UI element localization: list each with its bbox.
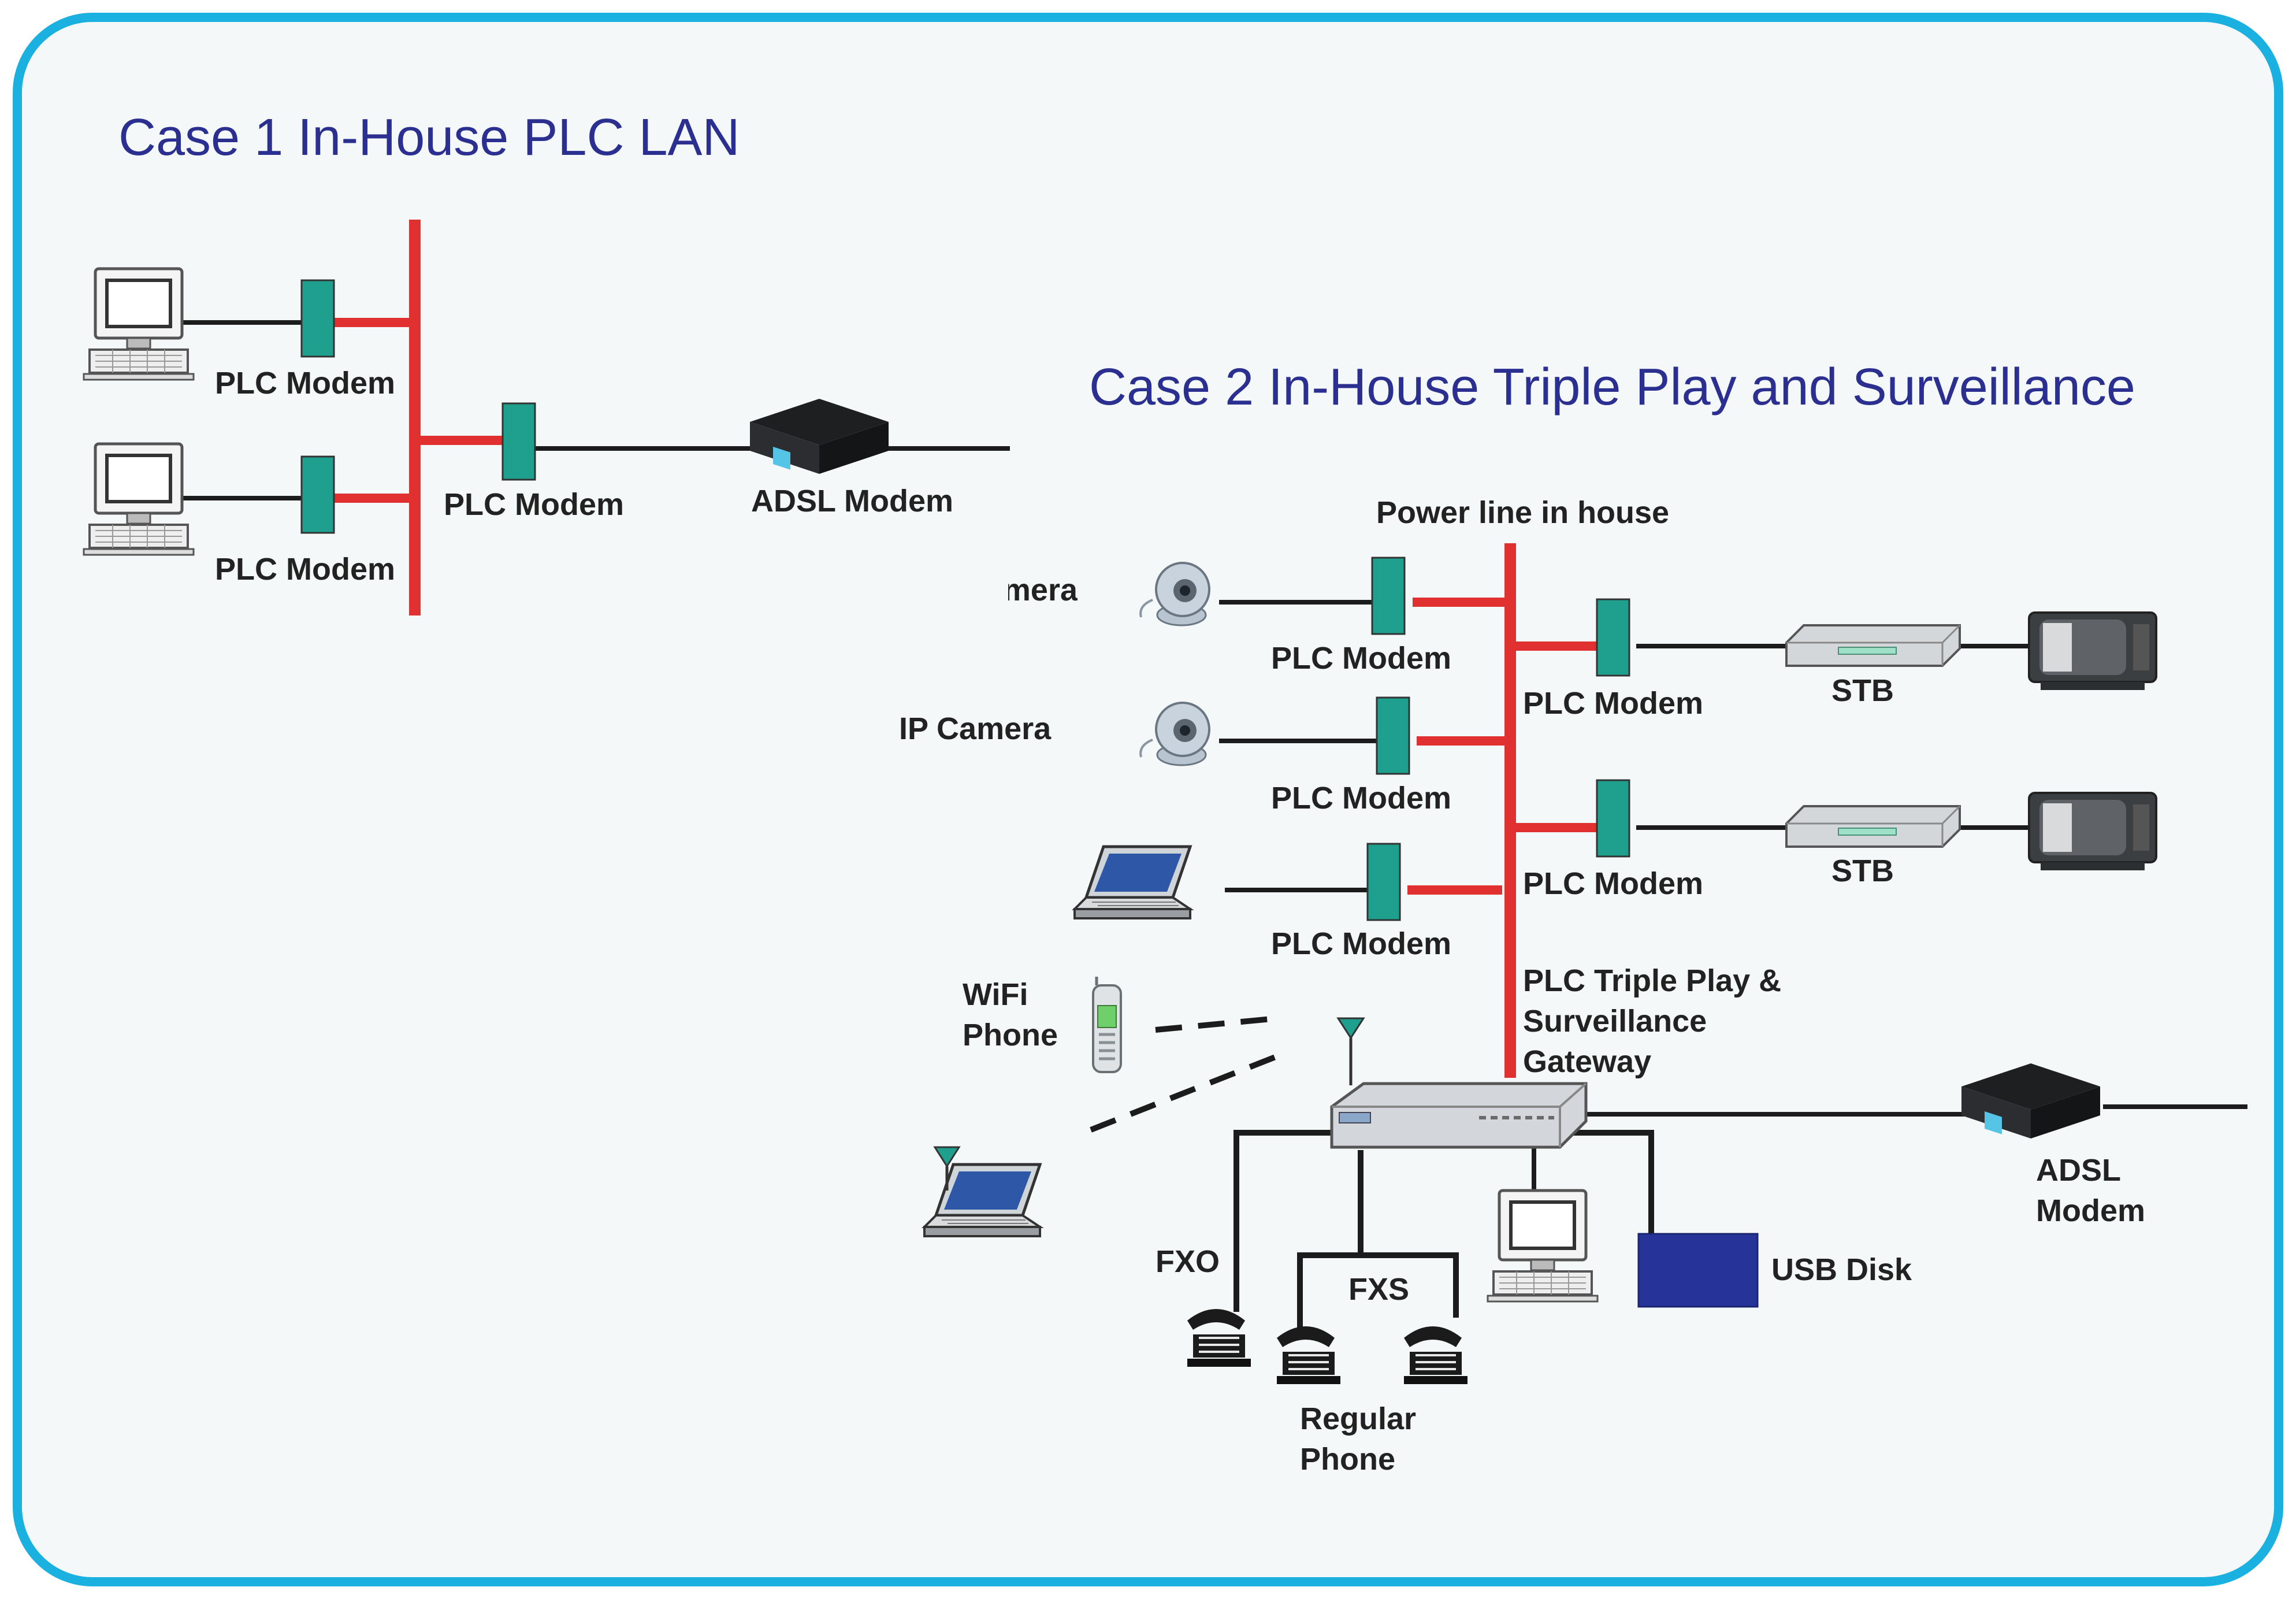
tv-icon	[2028, 792, 2157, 872]
plc-modem-label: PLC Modem	[215, 366, 396, 400]
plc-modem-label: PLC Modem	[1523, 866, 1704, 901]
plc-modem-block	[1376, 696, 1410, 775]
antenna-icon	[1336, 1017, 1365, 1085]
plc-modem-block	[1366, 843, 1401, 921]
desktop-pc-icon	[84, 269, 194, 380]
usb-disk-label: USB Disk	[1771, 1252, 1912, 1287]
plc-modem-label: PLC Modem	[215, 552, 396, 587]
plc-modem-label: PLC Modem	[1271, 781, 1452, 815]
desktop-pc-icon	[84, 444, 194, 555]
plc-modem-label: PLC Modem	[444, 487, 625, 522]
case1-title: Case 1 In-House PLC LAN	[118, 109, 740, 166]
plc-modem-label: PLC Modem	[1271, 926, 1452, 961]
plc-modem-block	[1371, 557, 1406, 635]
case2-title: Case 2 In-House Triple Play and Surveill…	[1089, 358, 2135, 416]
tv-icon	[2028, 611, 2157, 691]
ip-camera-label: IP Camera	[899, 711, 1052, 746]
case1-network	[84, 220, 1010, 615]
stb-label: STB	[1831, 854, 1894, 888]
gateway-icon	[1330, 1082, 1588, 1149]
plc-modem-block	[1596, 779, 1630, 858]
outer-frame	[13, 13, 2283, 1586]
plc-modem-block	[501, 402, 536, 481]
adsl-modem-label: ADSL Modem	[751, 484, 954, 518]
plc-modem-block	[1596, 598, 1630, 677]
plc-modem-block	[300, 455, 335, 534]
plc-modem-label: PLC Modem	[1271, 641, 1452, 676]
stb-label: STB	[1831, 673, 1894, 708]
wifi-phone-icon	[1092, 977, 1122, 1073]
set-top-box-icon	[1785, 624, 1961, 667]
antenna-icon	[933, 1146, 961, 1191]
power-line-label: Power line in house	[1376, 495, 1670, 530]
usb-disk-icon	[1637, 1233, 1759, 1308]
ip-camera-label: IP Camera	[1008, 573, 1078, 607]
set-top-box-icon	[1785, 805, 1961, 848]
desktop-pc-icon	[1488, 1191, 1597, 1301]
plc-modem-label: PLC Modem	[1523, 686, 1704, 721]
fxo-label: FXO	[1156, 1244, 1220, 1279]
fxs-label: FXS	[1348, 1272, 1410, 1307]
plc-modem-block	[300, 279, 335, 358]
case2-network	[924, 543, 2247, 1385]
